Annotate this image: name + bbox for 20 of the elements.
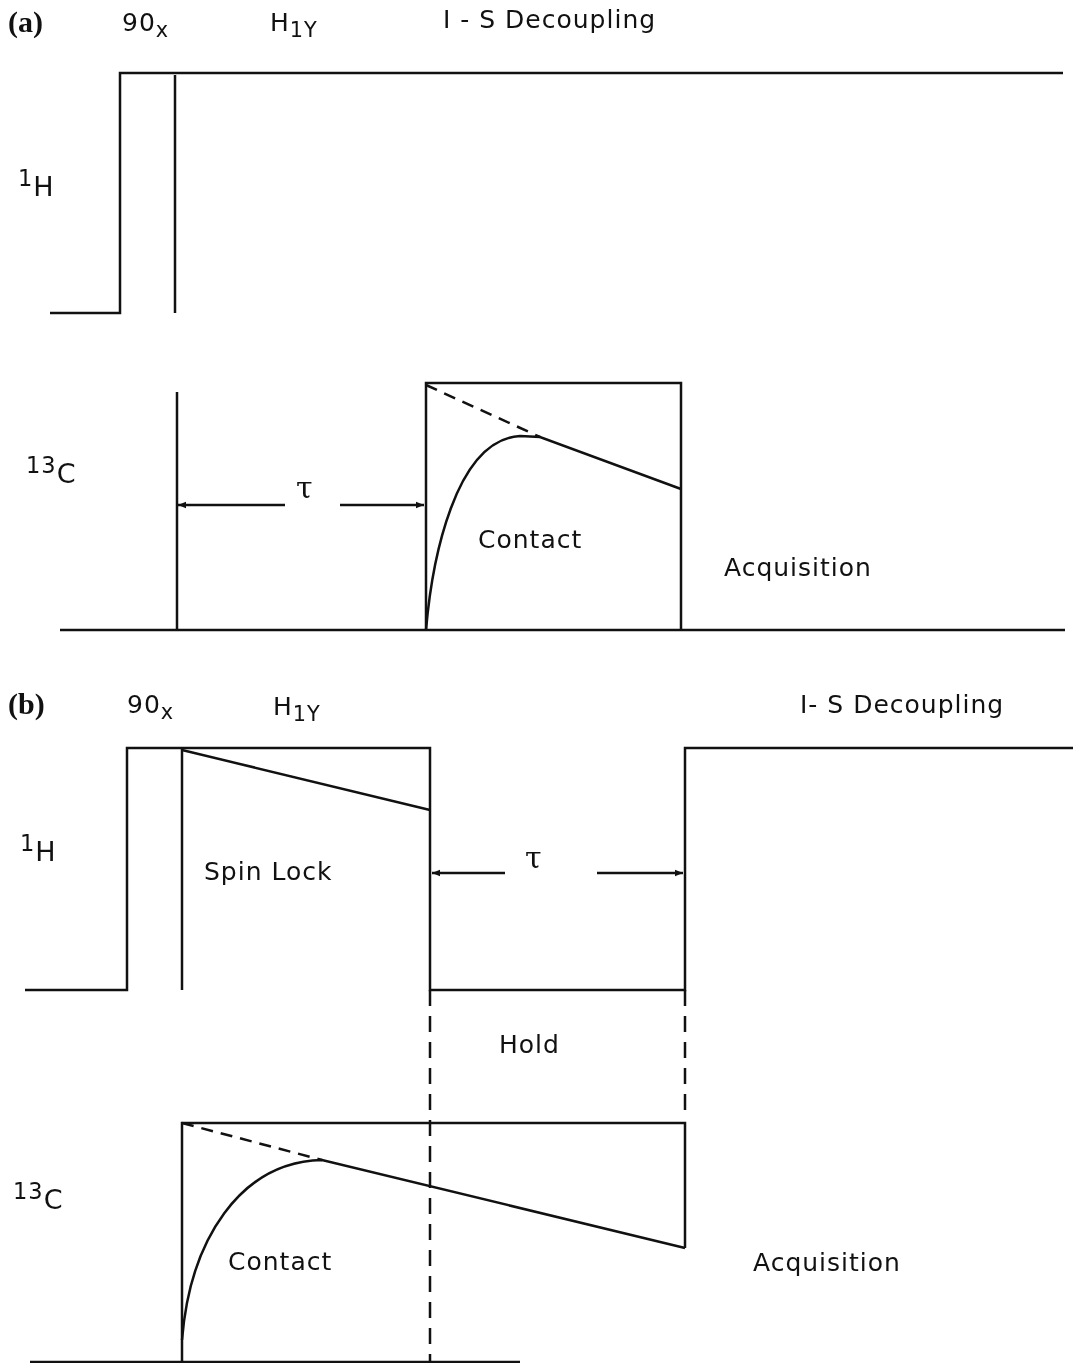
period-label: Acquisition	[753, 1248, 901, 1278]
decoupling-label: I- S Decoupling	[800, 690, 1005, 720]
decoupling-label: I - S Decoupling	[443, 5, 657, 35]
panel-label: (a)	[8, 4, 43, 40]
pulse-label: 90$_{x}$	[127, 690, 175, 725]
nucleus-label: $^{1}$H	[18, 165, 55, 204]
period-label: Acquisition	[724, 553, 872, 583]
delay-label: τ	[525, 840, 543, 876]
pulse-label: 90$_{x}$	[122, 8, 170, 43]
nucleus-label: $^{13}$C	[13, 1178, 64, 1217]
nucleus-label: $^{1}$H	[20, 830, 57, 869]
nucleus-label: $^{13}$C	[26, 452, 77, 491]
field-label: H$_{1Y}$	[270, 8, 318, 43]
delay-label: τ	[296, 470, 314, 506]
panel-label: (b)	[8, 686, 45, 722]
period-label: Contact	[228, 1247, 333, 1277]
period-label: Contact	[478, 525, 583, 555]
period-label: Hold	[499, 1030, 560, 1060]
period-label: Spin Lock	[204, 857, 333, 887]
field-label: H$_{1Y}$	[273, 692, 321, 727]
